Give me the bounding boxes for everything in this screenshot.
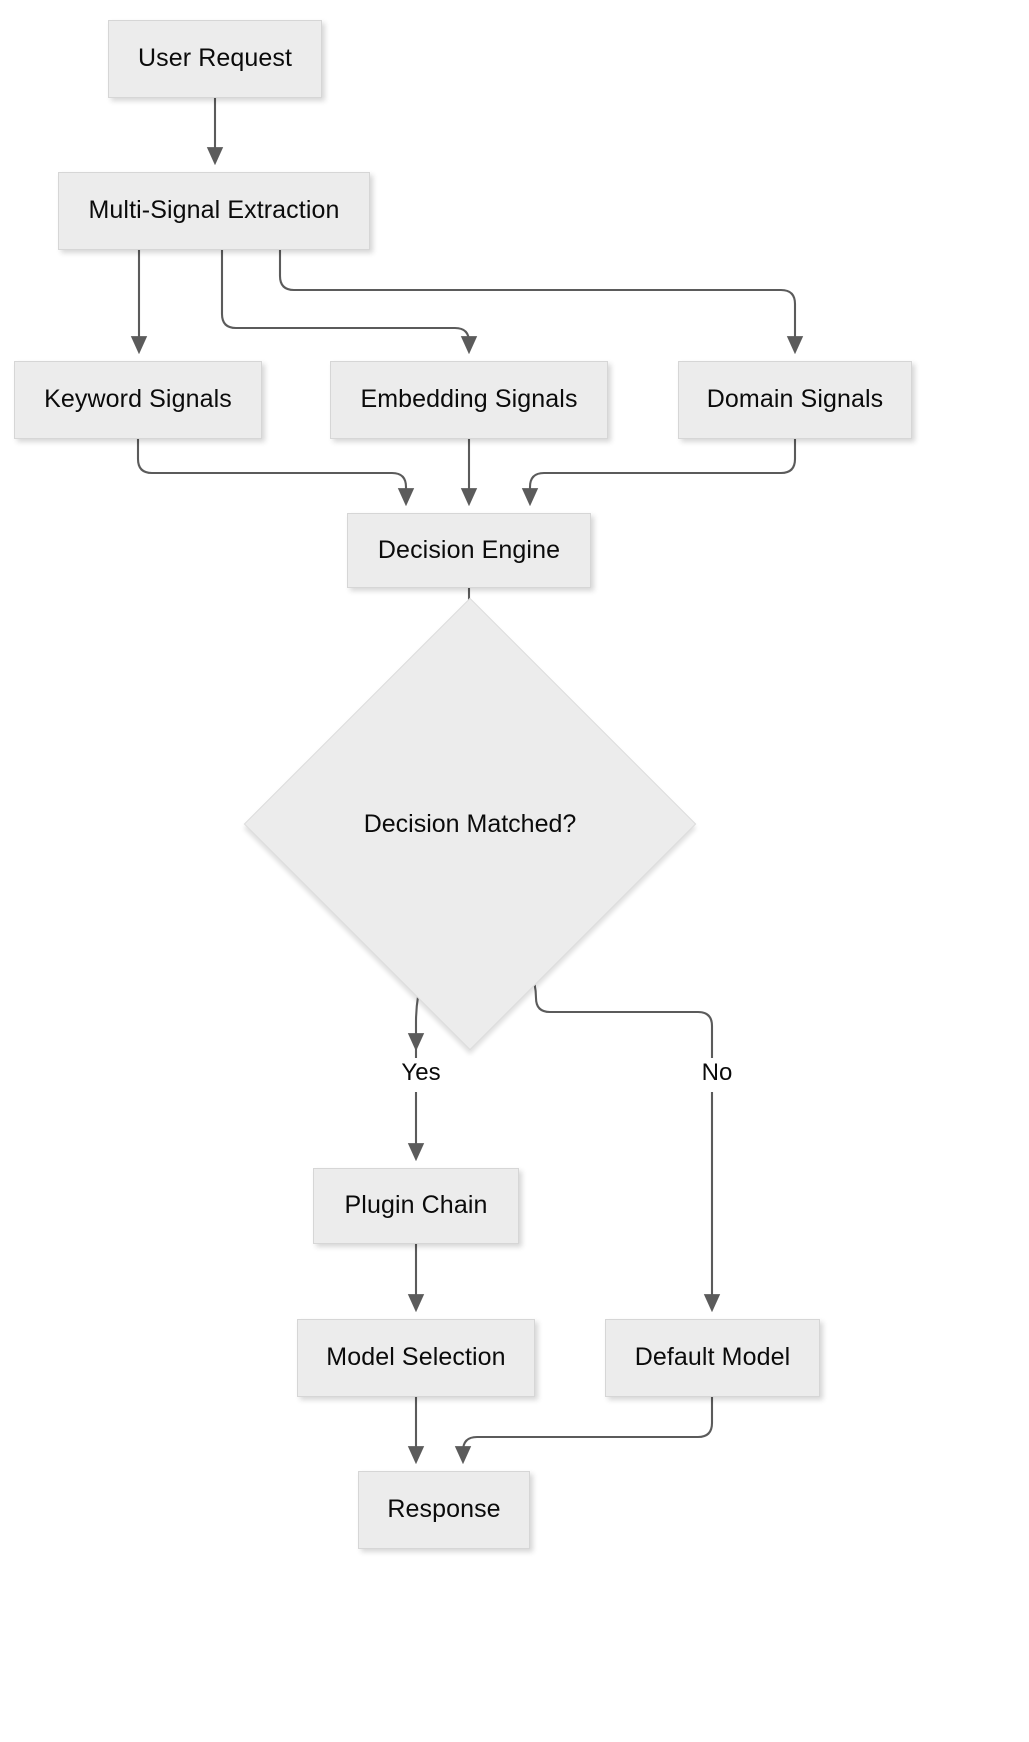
edge-label-yes: Yes (386, 1058, 456, 1088)
node-label: Multi-Signal Extraction (88, 196, 340, 225)
node-embedding-signals[interactable]: Embedding Signals (330, 361, 608, 439)
node-label: Model Selection (326, 1343, 506, 1372)
node-decision-matched[interactable]: Decision Matched? (243, 597, 697, 1051)
edge-label-no: No (686, 1058, 748, 1088)
node-label: Decision Matched? (363, 809, 577, 838)
node-keyword-signals[interactable]: Keyword Signals (14, 361, 262, 439)
node-label: Default Model (634, 1343, 791, 1372)
node-label: User Request (137, 44, 293, 73)
node-label: Keyword Signals (44, 385, 232, 414)
node-decision-engine[interactable]: Decision Engine (347, 513, 591, 588)
node-label: Plugin Chain (344, 1191, 488, 1220)
node-user-request[interactable]: User Request (108, 20, 322, 98)
node-domain-signals[interactable]: Domain Signals (678, 361, 912, 439)
edge-multi-signal-to-embedding (220, 250, 478, 355)
node-response[interactable]: Response (358, 1471, 530, 1549)
node-label: Decision Engine (377, 535, 561, 564)
node-plugin-chain[interactable]: Plugin Chain (313, 1168, 519, 1244)
node-default-model[interactable]: Default Model (605, 1319, 820, 1397)
edge-multi-signal-to-domain (278, 250, 804, 355)
node-label: Domain Signals (706, 385, 884, 414)
node-label: Embedding Signals (360, 385, 578, 414)
node-multi-signal-extraction[interactable]: Multi-Signal Extraction (58, 172, 370, 250)
edge-domain-to-decision-engine (521, 439, 797, 507)
edge-keyword-to-decision-engine (136, 439, 415, 507)
node-label: Response (387, 1495, 501, 1524)
node-model-selection[interactable]: Model Selection (297, 1319, 535, 1397)
edge-default-model-to-response (454, 1397, 714, 1465)
